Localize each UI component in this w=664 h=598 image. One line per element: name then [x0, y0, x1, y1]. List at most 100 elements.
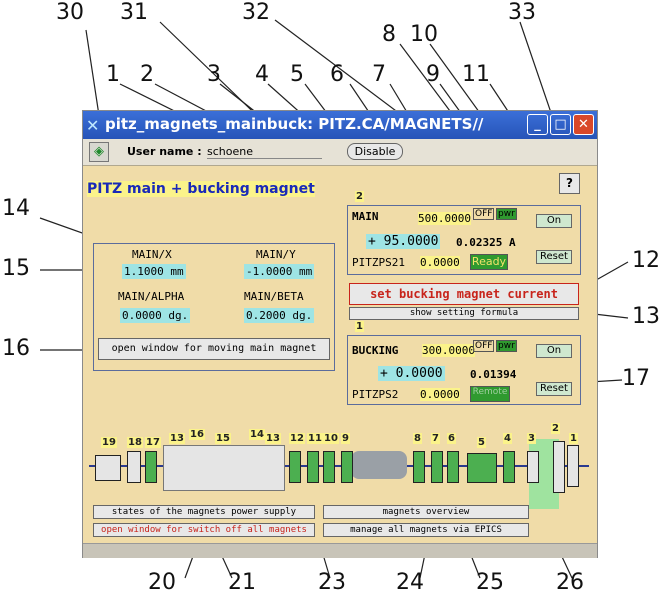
states-power-supply-button[interactable]: states of the magnets power supply	[93, 505, 315, 519]
callout-5: 5	[290, 62, 304, 87]
magnet-label: 7	[431, 433, 440, 444]
bellows-icon	[351, 451, 407, 479]
main-off-indicator: OFF	[473, 208, 495, 220]
bucking-dev-value: 0.0000	[420, 388, 460, 401]
bucking-on-button[interactable]: On	[536, 344, 572, 358]
callout-13: 13	[632, 304, 660, 329]
magnet-label: 17	[145, 437, 161, 448]
app-window: ✕ pitz_magnets_mainbuck: PITZ.CA/MAGNETS…	[82, 110, 598, 558]
title-bar[interactable]: ✕ pitz_magnets_mainbuck: PITZ.CA/MAGNETS…	[83, 111, 597, 139]
magnet-label: 5	[477, 437, 486, 448]
bucking-pwr-indicator: pwr	[496, 340, 517, 352]
main-ps-name: MAIN	[352, 210, 379, 223]
main-status: Ready	[470, 254, 508, 270]
beta-value: 0.2000 dg.	[244, 308, 315, 323]
manage-epics-button[interactable]: manage all magnets via EPICS	[323, 523, 529, 537]
maximize-icon[interactable]: □	[550, 114, 571, 135]
magnet-label: 8	[413, 433, 422, 444]
callout-7: 7	[372, 62, 386, 87]
alpha-label: MAIN/ALPHA	[118, 290, 185, 303]
bucking-ps-index: 1	[355, 321, 364, 332]
callout-33: 33	[508, 0, 536, 25]
magnet-label: 18	[127, 437, 143, 448]
magnet-10[interactable]	[323, 451, 335, 483]
bucking-setpoint[interactable]: 300.0000	[422, 344, 475, 357]
magnet-9[interactable]	[341, 451, 353, 483]
bucking-status: Remote	[470, 386, 510, 402]
x-label: MAIN/X	[132, 248, 172, 261]
main-reset-button[interactable]: Reset	[536, 250, 572, 264]
magnet-8[interactable]	[413, 451, 425, 483]
callout-32: 32	[242, 0, 270, 25]
callout-16: 16	[2, 336, 30, 361]
magnet-label: 16	[189, 429, 205, 440]
magnet-label: 15	[215, 433, 231, 444]
main-readback: 0.02325 A	[456, 236, 516, 249]
main-dev-value: 0.0000	[420, 256, 460, 269]
magnet-5[interactable]	[467, 453, 497, 483]
magnet-2[interactable]	[553, 441, 565, 493]
callout-15: 15	[2, 256, 30, 281]
show-formula-button[interactable]: show setting formula	[349, 307, 579, 320]
magnet-4[interactable]	[503, 451, 515, 483]
bucking-device: PITZPS2	[352, 388, 399, 401]
switch-off-all-button[interactable]: open window for switch off all magnets	[93, 523, 315, 537]
magnet-label: 6	[447, 433, 456, 444]
callout-12: 12	[632, 248, 660, 273]
move-main-magnet-button[interactable]: open window for moving main magnet	[98, 338, 330, 360]
callout-10: 10	[410, 22, 438, 47]
x-app-icon: ✕	[86, 116, 100, 135]
magnet-label: 1	[569, 433, 578, 444]
main-pwr-indicator: pwr	[496, 208, 517, 220]
help-button[interactable]: ?	[559, 173, 580, 194]
magnets-overview-button[interactable]: magnets overview	[323, 505, 529, 519]
magnet-18[interactable]	[127, 451, 141, 483]
magnet-6[interactable]	[447, 451, 459, 483]
magnet-19[interactable]	[95, 455, 121, 481]
callout-3: 3	[207, 62, 221, 87]
main-ps-panel: MAIN 500.0000 OFF pwr On + 95.0000 0.023…	[347, 205, 581, 275]
magnet-17[interactable]	[145, 451, 157, 483]
bucking-reset-button[interactable]: Reset	[536, 382, 572, 396]
magnet-group-13-16[interactable]	[163, 445, 285, 491]
callout-8: 8	[382, 22, 396, 47]
callout-4: 4	[255, 62, 269, 87]
main-value[interactable]: + 95.0000	[366, 234, 441, 249]
callout-1: 1	[106, 62, 120, 87]
callout-25: 25	[476, 570, 504, 595]
disable-button[interactable]: Disable	[347, 143, 403, 160]
magnet-11[interactable]	[307, 451, 319, 483]
magnet-3[interactable]	[527, 451, 539, 483]
callout-26: 26	[556, 570, 584, 595]
magnet-12[interactable]	[289, 451, 301, 483]
toolbar: ◈ User name : schoene Disable	[83, 139, 597, 166]
main-on-button[interactable]: On	[536, 214, 572, 228]
user-field[interactable]: schoene	[207, 145, 322, 159]
status-bar	[83, 543, 597, 558]
magnet-label: 11	[307, 433, 323, 444]
main-setpoint[interactable]: 500.0000	[418, 212, 471, 225]
callout-23: 23	[318, 570, 346, 595]
callout-17: 17	[622, 366, 650, 391]
beta-label: MAIN/BETA	[244, 290, 304, 303]
bucking-ps-panel: BUCKING 300.0000 OFF pwr On + 0.0000 0.0…	[347, 335, 581, 405]
magnet-label: 2	[551, 423, 560, 434]
bucking-ps-name: BUCKING	[352, 344, 399, 357]
callout-9: 9	[426, 62, 440, 87]
set-bucking-current-button[interactable]: set bucking magnet current	[349, 283, 579, 305]
bucking-value[interactable]: + 0.0000	[378, 366, 445, 381]
callout-14: 14	[2, 196, 30, 221]
minimize-icon[interactable]: _	[527, 114, 548, 135]
magnet-1[interactable]	[567, 445, 579, 487]
callout-20: 20	[148, 570, 176, 595]
callout-21: 21	[228, 570, 256, 595]
close-icon[interactable]: ✕	[573, 114, 594, 135]
user-label: User name :	[127, 145, 202, 158]
magnet-7[interactable]	[431, 451, 443, 483]
callout-6: 6	[330, 62, 344, 87]
main-ps-index: 2	[355, 191, 364, 202]
callout-2: 2	[140, 62, 154, 87]
alpha-value: 0.0000 dg.	[120, 308, 191, 323]
diamond-logo-icon[interactable]: ◈	[89, 142, 109, 162]
magnet-label: 12	[289, 433, 305, 444]
